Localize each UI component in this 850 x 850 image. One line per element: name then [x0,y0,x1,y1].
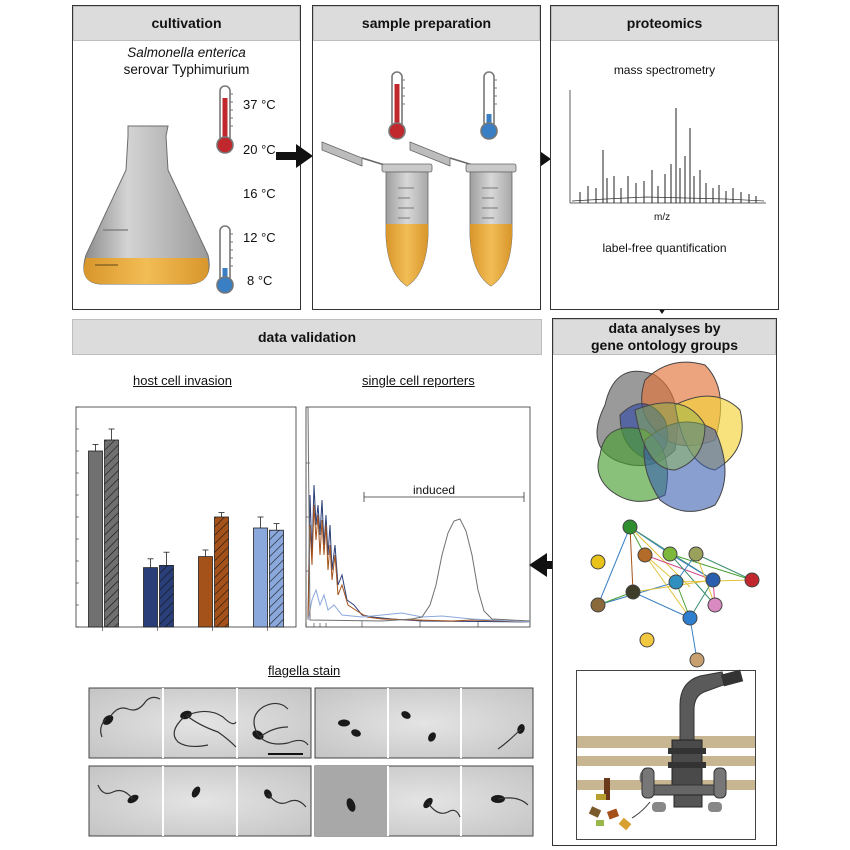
organism-serovar: serovar Typhimurium [123,62,250,77]
validation-header: data validation [72,319,542,355]
secretion-system-svg [577,669,755,831]
cultivation-header: cultivation [73,6,300,41]
reporter-histogram [305,406,531,628]
temp-20: 20 °C [243,142,276,157]
bar-hatch-overlay [269,530,284,627]
arrow-right-icon [276,144,313,168]
induced-label: induced [413,483,456,497]
bar-hatch-overlay [104,440,119,627]
bar-hatch-overlay [159,565,174,627]
sample-prep-header: sample preparation [313,6,540,41]
flagella-title: flagella stain [268,663,341,678]
series-partial-lightblue [307,588,531,623]
analyses-header: data analyses by gene ontology groups [553,319,776,355]
series-induced-gray [307,406,531,622]
series-uninduced-navy [307,484,531,623]
thermometer-red-icon [388,71,406,140]
analyses-header-line2: gene ontology groups [591,337,738,353]
temp-8: 8 °C [247,273,273,288]
secretion-system-illustration [576,670,756,840]
sample-tube-1 [321,141,433,287]
proteomics-header: proteomics [551,6,778,41]
bar-solid [143,567,158,628]
proteomics-panel [550,5,779,310]
analyses-header-line1: data analyses by [608,320,721,336]
bar-solid [88,450,103,628]
mass-spectrum-plot [569,90,766,204]
protein-network [590,519,760,668]
quantification-label: label-free quantification [602,241,727,255]
thermometer-blue-icon [216,225,234,294]
bar-solid [198,556,213,628]
thermometer-red-icon [216,85,234,154]
series-uninduced-brown [307,504,531,623]
venn-diagram [596,361,743,512]
thermometer-blue-icon [480,71,498,140]
bar-solid [253,527,268,628]
invasion-bar-chart [75,406,297,631]
organism-species: Salmonella enterica [127,45,246,60]
mz-axis-label: m/z [654,212,671,223]
temp-16: 16 °C [243,186,276,201]
reporters-title: single cell reporters [362,373,475,388]
bar-hatch-overlay [214,517,229,627]
arrow-left-icon [529,553,569,577]
sample-tube-2 [409,141,517,287]
mass-spec-label: mass spectrometry [613,63,716,77]
flagella-micrographs [88,687,534,837]
invasion-title: host cell invasion [133,373,232,388]
temp-12: 12 °C [243,230,276,245]
temp-37: 37 °C [243,97,276,112]
